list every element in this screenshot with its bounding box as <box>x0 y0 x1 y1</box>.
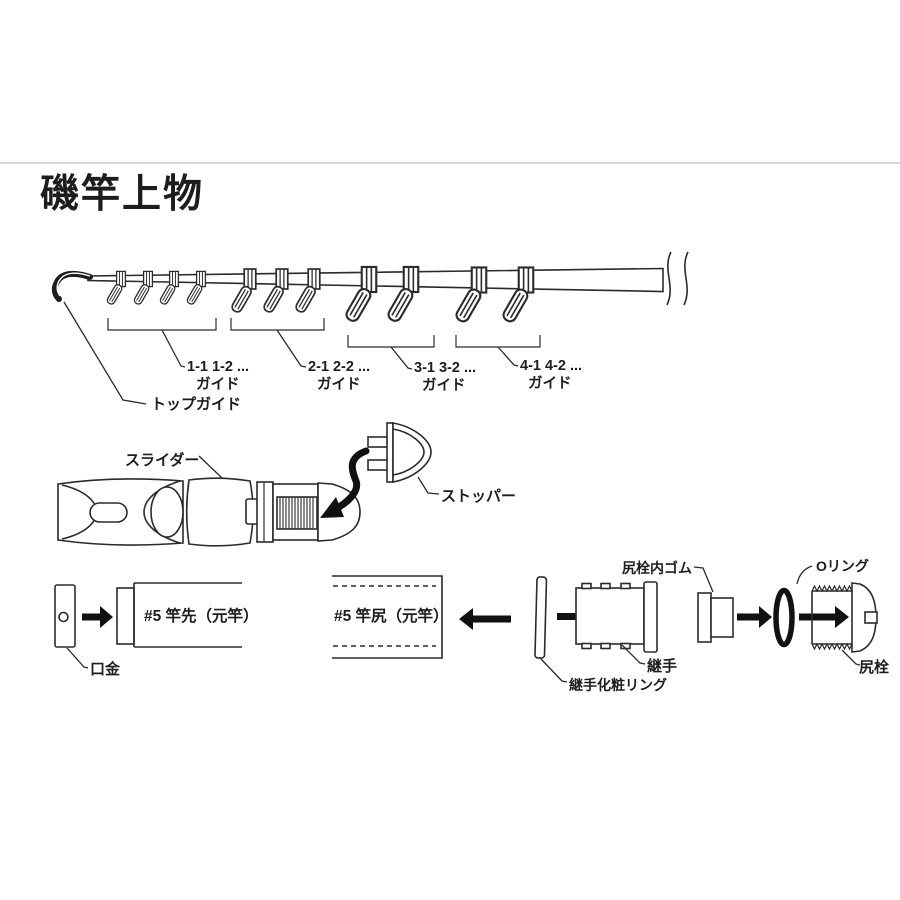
slider-hood <box>185 477 261 547</box>
tip-tube-label: #5 竿先（元竿） <box>144 606 259 625</box>
leader-joint-ring <box>540 658 568 683</box>
bracket-group-2 <box>230 318 325 331</box>
tip-tube <box>116 582 242 648</box>
arrow-left-1 <box>459 608 511 630</box>
o-ring <box>773 587 795 648</box>
leader-group-1 <box>161 329 186 368</box>
butt-tube-label: #5 竿尻（元竿） <box>334 606 449 625</box>
guide-group-4-range: 4-1 4-2 ... <box>520 358 582 374</box>
bracket-group-4 <box>455 335 541 348</box>
joint <box>575 581 658 653</box>
kuchigane-label: 口金 <box>90 660 121 678</box>
butt-plug <box>811 582 878 653</box>
butt-plug-label: 尻栓 <box>859 658 889 676</box>
insert-arrow <box>320 447 370 518</box>
leader-kuchigane <box>66 647 89 669</box>
leader-group-3 <box>390 346 413 370</box>
guide-group-1-range: 1-1 1-2 ... <box>187 359 249 375</box>
leader-stopper <box>417 476 440 495</box>
joint-ring <box>534 576 548 659</box>
joint-ring-label: 継手化粧リング <box>569 677 667 693</box>
joint-label: 継手 <box>647 657 677 675</box>
arrow-right-3 <box>737 606 772 628</box>
guide-group-2-range: 2-1 2-2 ... <box>308 359 370 375</box>
leader-slider <box>198 455 223 479</box>
guide-group-3-unit: ガイド <box>422 377 466 394</box>
leader-butt-plug <box>841 649 861 666</box>
break-mark <box>683 251 689 306</box>
bracket-group-1 <box>107 318 217 331</box>
stopper-label: ストッパー <box>441 488 516 505</box>
guide-group-3-range: 3-1 3-2 ... <box>414 360 476 376</box>
plug-rubber <box>697 592 734 643</box>
arrow-right-4 <box>799 606 849 628</box>
grip-end-cap <box>150 486 184 538</box>
leader-group-2 <box>276 329 307 368</box>
page-title: 磯竿上物 <box>40 173 204 216</box>
top-guide-label: トップガイド <box>151 396 241 413</box>
o-ring-label: Oリング <box>816 558 869 574</box>
stopper <box>367 422 432 483</box>
leader-top-guide <box>63 301 147 405</box>
seat-ring <box>256 481 274 543</box>
guide-group-1-unit: ガイド <box>196 376 240 393</box>
leader-o-ring <box>796 565 813 585</box>
slider-label: スライダー <box>125 451 199 469</box>
leader-group-4 <box>497 346 519 367</box>
guide-group-4-unit: ガイド <box>528 375 572 392</box>
top-guide <box>51 270 93 302</box>
arrow-right-1 <box>82 606 113 628</box>
break-mark <box>666 251 672 306</box>
butt-tube <box>332 575 443 659</box>
bracket-group-3 <box>347 335 435 348</box>
threaded-section <box>272 483 319 541</box>
guide-group-2-unit: ガイド <box>317 376 361 393</box>
leader-joint <box>621 644 646 665</box>
kuchigane <box>54 584 76 648</box>
plug-rubber-label: 尻栓内ゴム <box>622 560 692 576</box>
leader-plug-rubber <box>693 566 714 593</box>
